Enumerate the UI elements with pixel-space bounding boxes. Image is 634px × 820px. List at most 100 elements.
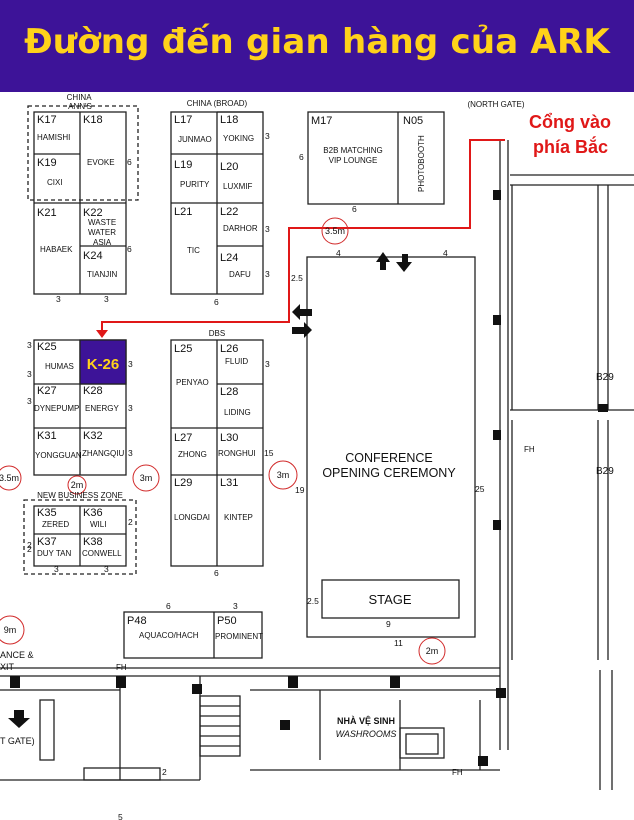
k26-label: K-26: [87, 356, 120, 373]
dim-label: 3: [56, 294, 61, 304]
stage-box: [321, 579, 460, 619]
booth-code: K19: [37, 157, 57, 169]
dim-label: 3: [265, 359, 270, 369]
dim-label: 4: [336, 248, 341, 258]
dim-label: 6: [127, 244, 132, 254]
booth-name: YOKING: [223, 134, 254, 143]
entrance-arrows: [292, 252, 412, 338]
china-anns-zone-border: [27, 105, 139, 201]
booth-name: PENYAO: [176, 378, 209, 387]
booth-code: M17: [311, 115, 332, 127]
booth-name: LUXMIF: [223, 182, 252, 191]
dim-label: 3: [27, 369, 32, 379]
booth-code: K35: [37, 507, 57, 519]
dim-label: 3: [265, 224, 270, 234]
booth-name: DUY TAN: [37, 549, 71, 558]
dim-label: 3: [128, 359, 133, 369]
dim-label: 3: [54, 564, 59, 574]
dim-label: 11: [394, 638, 403, 648]
booth-code: P50: [217, 615, 237, 627]
stage-label: STAGE: [368, 592, 411, 607]
dim-label: 6: [214, 568, 219, 578]
booth-name: LONGDAI: [174, 513, 210, 522]
dim-label: 2.5: [291, 273, 303, 283]
washroom-label-vi: NHÀ VỆ SINH: [337, 715, 395, 726]
dim-label: 15: [264, 448, 274, 458]
m17-block: [307, 111, 445, 205]
floor-plan: 3.5m 3.5m 2m 3m 3m 9m 2m CHINA ANN'S CHI…: [0, 93, 634, 820]
b29-label: B29: [596, 466, 614, 477]
booth-name: HABAEK: [40, 245, 73, 254]
dim-label: 6: [214, 297, 219, 307]
title-banner: Đường đến gian hàng của ARK: [0, 0, 634, 92]
fh-label: FH: [452, 768, 463, 777]
distance-label: 3m: [277, 470, 290, 480]
booth-name: JUNMAO: [178, 135, 212, 144]
booth-name: TIC: [187, 246, 200, 255]
t-gate-label: T GATE): [0, 736, 35, 746]
k26-highlight[interactable]: [79, 339, 127, 385]
booth-name: WATER: [88, 228, 116, 237]
distance-label: 2m: [426, 646, 439, 656]
booth-name: ASIA: [93, 238, 112, 247]
booth-name: YONGGUAN: [35, 451, 82, 460]
distance-label: 9m: [4, 625, 17, 635]
booth-code: K21: [37, 207, 57, 219]
north-gate-callout: Cổng vào phía Bắc: [529, 112, 611, 157]
booth-name: KINTEP: [224, 513, 253, 522]
dim-label: 2.5: [307, 596, 319, 606]
conference-label-line1: CONFERENCE: [345, 451, 433, 465]
booth-name: VIP LOUNGE: [329, 156, 378, 165]
booth-name: CIXI: [47, 178, 63, 187]
booth-code: K28: [83, 385, 103, 397]
booth-name: DARHOR: [223, 224, 258, 233]
booth-name: ZHONG: [178, 450, 207, 459]
booth-code: L28: [220, 386, 238, 398]
dim-label: 9: [386, 619, 391, 629]
booth-name: LIDING: [224, 408, 251, 417]
distance-label: 3.5m: [325, 226, 345, 236]
dim-label: 6: [299, 152, 304, 162]
distance-label: 3m: [140, 473, 153, 483]
booth-name: PURITY: [180, 180, 210, 189]
booth-code: K18: [83, 114, 103, 126]
booth-code: L27: [174, 432, 192, 444]
fh-label: FH: [524, 445, 535, 454]
fh-label: FH: [116, 663, 127, 672]
distance-label: 3.5m: [0, 473, 19, 483]
washroom-label-en: WASHROOMS: [336, 729, 397, 739]
entrance-label: ANCE &: [0, 650, 34, 660]
dim-label: 19: [295, 485, 305, 495]
booth-code: P48: [127, 615, 147, 627]
booth-code: L26: [220, 343, 238, 355]
booth-code: N05: [403, 115, 423, 127]
booth-name: ZHANGQIU: [82, 449, 124, 458]
booth-code: K32: [83, 430, 103, 442]
conference-label-line2: OPENING CEREMONY: [322, 466, 456, 480]
dim-label: 2: [128, 517, 133, 527]
booth-code: K31: [37, 430, 57, 442]
zone-label-line: CHINA: [67, 93, 93, 102]
dim-label: 3: [27, 340, 32, 350]
booth-code: K38: [83, 536, 103, 548]
north-gate-callout-line1: Cổng vào: [529, 112, 611, 132]
dim-label: 3: [265, 269, 270, 279]
booth-name: WILI: [90, 520, 106, 529]
zone-label-china-broad: CHINA (BROAD): [187, 99, 248, 108]
exit-arrow: [8, 710, 30, 728]
booth-code: K24: [83, 250, 103, 262]
north-gate-label: (NORTH GATE): [467, 100, 524, 109]
dim-label: 2: [27, 540, 32, 550]
booth-code: K22: [83, 207, 103, 219]
booth-name: WASTE: [88, 218, 116, 227]
banner-title: Đường đến gian hàng của ARK: [24, 22, 610, 62]
booth-name: B2B MATCHING: [323, 146, 382, 155]
dim-label: 3: [27, 396, 32, 406]
dim-label: 6: [352, 204, 357, 214]
booth-name: CONWELL: [82, 549, 122, 558]
new-business-zone-border: [23, 499, 137, 575]
booth-code: K37: [37, 536, 57, 548]
dim-label: 6: [166, 601, 171, 611]
booth-code: L20: [220, 161, 238, 173]
booth-name: DAFU: [229, 270, 251, 279]
